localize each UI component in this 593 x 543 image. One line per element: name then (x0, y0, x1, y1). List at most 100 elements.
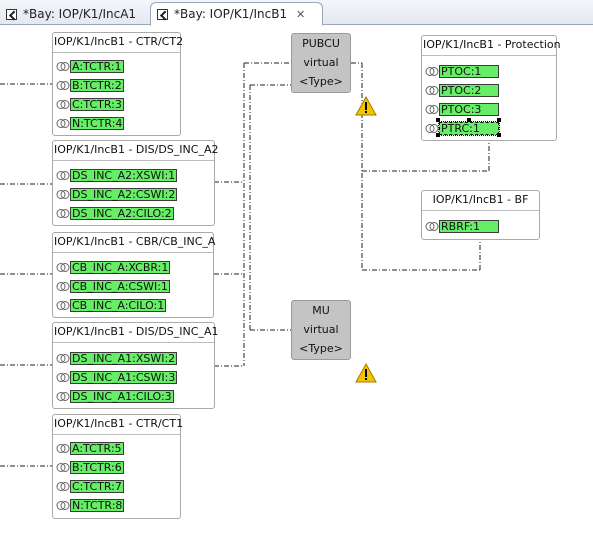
ln-item[interactable]: PTOC:1 (425, 64, 499, 79)
virtual-node-kind: virtual (303, 323, 339, 336)
logical-node-icon (56, 390, 70, 403)
logical-node-icon (425, 122, 439, 135)
ln-item[interactable]: CB_INC_A:CSWI:1 (56, 279, 170, 294)
ln-label: DS_INC_A2:CILO:2 (70, 207, 174, 220)
selection-handle[interactable] (436, 133, 440, 137)
ln-label: DS_INC_A2:CSWI:2 (70, 188, 178, 201)
tab-label: *Bay: IOP/K1/IncA1 (23, 7, 137, 21)
virtual-node-name: MU (312, 304, 330, 317)
ln-label: C:TCTR:3 (70, 98, 124, 111)
ln-item[interactable]: B:TCTR:6 (56, 460, 124, 475)
ln-label: A:TCTR:5 (70, 442, 124, 455)
ln-item[interactable]: B:TCTR:2 (56, 78, 124, 93)
tab-bay-incb1[interactable]: *Bay: IOP/K1/IncB1 ✕ (150, 2, 323, 26)
close-icon[interactable]: ✕ (295, 7, 306, 21)
logical-node-icon (56, 117, 70, 130)
warning-icon[interactable] (355, 362, 377, 383)
logical-node-icon (56, 98, 70, 111)
ln-item-selected[interactable]: PTRC:1 (425, 121, 500, 136)
ln-item[interactable]: N:TCTR:4 (56, 116, 125, 131)
logical-node-icon (56, 299, 70, 312)
ln-label: DS_INC_A1:CSWI:3 (70, 371, 178, 384)
node-cbr-cb-inc-a[interactable]: IOP/K1/IncB1 - CBR/CB_INC_A CB_INC_A:XCB… (52, 232, 215, 318)
ln-label: C:TCTR:7 (70, 480, 124, 493)
logical-node-icon (56, 188, 70, 201)
editor-tab-bar: *Bay: IOP/K1/IncA1 *Bay: IOP/K1/IncB1 ✕ (0, 0, 593, 26)
ln-item[interactable]: A:TCTR:5 (56, 441, 124, 456)
virtual-node-name: PUBCU (302, 37, 340, 50)
ln-item[interactable]: A:TCTR:1 (56, 59, 124, 74)
logical-node-icon (425, 84, 439, 97)
ln-label: N:TCTR:4 (70, 117, 125, 130)
ln-item[interactable]: PTOC:2 (425, 83, 499, 98)
node-title: IOP/K1/IncB1 - CTR/CT1 (53, 415, 183, 435)
ln-item[interactable]: DS_INC_A1:CILO:3 (56, 389, 174, 404)
ln-label: DS_INC_A1:CILO:3 (70, 390, 174, 403)
ln-label: PTRC:1 (438, 121, 500, 136)
ln-label: B:TCTR:2 (70, 79, 124, 92)
diagram-canvas[interactable]: IOP/K1/IncB1 - CTR/CT2 A:TCTR:1 B:TCTR:2… (0, 25, 593, 543)
logical-node-icon (56, 280, 70, 293)
ln-item[interactable]: CB_INC_A:XCBR:1 (56, 260, 171, 275)
ln-item[interactable]: DS_INC_A1:CSWI:3 (56, 370, 178, 385)
virtual-node-mu[interactable]: MU virtual <Type> (291, 300, 351, 360)
selection-handle[interactable] (497, 118, 501, 122)
ln-item[interactable]: CB_INC_A:CILO:1 (56, 298, 167, 313)
diagram-editor-icon (157, 8, 168, 20)
logical-node-icon (56, 480, 70, 493)
node-ctr-ct2[interactable]: IOP/K1/IncB1 - CTR/CT2 A:TCTR:1 B:TCTR:2… (52, 32, 183, 136)
ln-item[interactable]: DS_INC_A1:XSWI:2 (56, 351, 178, 366)
ln-label: DS_INC_A1:XSWI:2 (70, 352, 178, 365)
ln-label: CB_INC_A:CILO:1 (70, 299, 167, 312)
node-protection[interactable]: IOP/K1/IncB1 - Protection PTOC:1 PTOC:2 … (421, 35, 561, 141)
logical-node-icon (56, 261, 70, 274)
ln-label: CB_INC_A:CSWI:1 (70, 280, 170, 293)
logical-node-icon (56, 442, 70, 455)
logical-node-icon (425, 65, 439, 78)
ln-label: B:TCTR:6 (70, 461, 124, 474)
ln-item[interactable]: RBRF:1 (425, 219, 499, 234)
ln-label: N:TCTR:8 (70, 499, 125, 512)
ln-label: PTOC:2 (439, 84, 499, 97)
tab-label: *Bay: IOP/K1/IncB1 (174, 7, 288, 21)
warning-icon[interactable] (355, 95, 377, 116)
ln-item[interactable]: DS_INC_A2:XSWI:1 (56, 168, 178, 183)
node-dis-ds-inc-a2[interactable]: IOP/K1/IncB1 - DIS/DS_INC_A2 DS_INC_A2:X… (52, 140, 218, 226)
ln-label: PTOC:3 (439, 103, 499, 116)
diagram-editor-icon (6, 8, 17, 20)
logical-node-icon (56, 461, 70, 474)
selection-handle[interactable] (436, 118, 440, 122)
ln-item[interactable]: DS_INC_A2:CILO:2 (56, 206, 174, 221)
logical-node-icon (56, 79, 70, 92)
node-title: IOP/K1/IncB1 - CTR/CT2 (53, 33, 183, 53)
ln-label: A:TCTR:1 (70, 60, 124, 73)
node-title: IOP/K1/IncB1 - Protection (422, 36, 561, 56)
ln-item[interactable]: C:TCTR:7 (56, 479, 124, 494)
ln-item[interactable]: PTOC:3 (425, 102, 499, 117)
node-bf[interactable]: IOP/K1/IncB1 - BF RBRF:1 (421, 190, 540, 240)
logical-node-icon (56, 169, 70, 182)
ln-item[interactable]: N:TCTR:8 (56, 498, 125, 513)
node-dis-ds-inc-a1[interactable]: IOP/K1/IncB1 - DIS/DS_INC_A1 DS_INC_A1:X… (52, 322, 218, 409)
node-ctr-ct1[interactable]: IOP/K1/IncB1 - CTR/CT1 A:TCTR:5 B:TCTR:6… (52, 414, 183, 519)
virtual-node-pubcu[interactable]: PUBCU virtual <Type> (291, 33, 351, 93)
selection-handle[interactable] (467, 118, 471, 122)
ln-item[interactable]: C:TCTR:3 (56, 97, 124, 112)
logical-node-icon (56, 352, 70, 365)
logical-node-icon (56, 207, 70, 220)
ln-label: CB_INC_A:XCBR:1 (70, 261, 171, 274)
node-title: IOP/K1/IncB1 - BF (422, 191, 539, 211)
tab-bay-inca1[interactable]: *Bay: IOP/K1/IncA1 (0, 3, 148, 25)
virtual-node-type: <Type> (299, 342, 343, 355)
ln-label: RBRF:1 (439, 220, 499, 233)
node-title: IOP/K1/IncB1 - DIS/DS_INC_A1 (53, 323, 218, 343)
selection-handle[interactable] (497, 133, 501, 137)
virtual-node-type: <Type> (299, 75, 343, 88)
node-title: IOP/K1/IncB1 - DIS/DS_INC_A2 (53, 141, 218, 161)
node-title: IOP/K1/IncB1 - CBR/CB_INC_A (53, 233, 215, 253)
logical-node-icon (56, 371, 70, 384)
logical-node-icon (56, 60, 70, 73)
connection-lines (0, 62, 490, 467)
ln-item[interactable]: DS_INC_A2:CSWI:2 (56, 187, 178, 202)
logical-node-icon (425, 220, 439, 233)
